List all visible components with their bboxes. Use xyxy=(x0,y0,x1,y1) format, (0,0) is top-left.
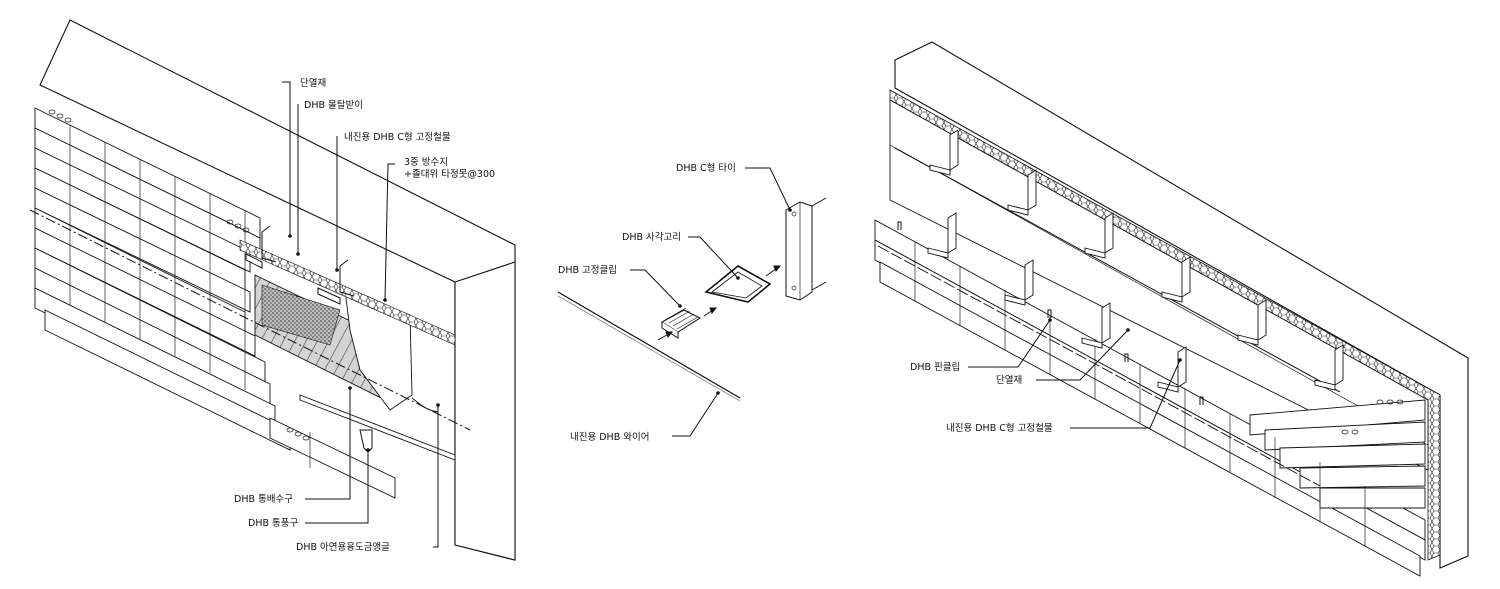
center-leader-dots xyxy=(678,208,792,395)
square-loop xyxy=(704,265,772,303)
label-wire: 내진용 DHB 와이어 xyxy=(570,431,649,443)
label-c-tie: DHB C형 타이 xyxy=(676,163,736,174)
left-c-brackets xyxy=(245,225,355,305)
center-leader-lines xyxy=(630,167,791,437)
seismic-wire xyxy=(557,291,741,399)
label-angle: DHB 아연용융도금앵글 xyxy=(296,542,390,553)
assembly-arrows xyxy=(657,265,782,341)
left-wall-section: 단열재 DHB 몰탈받이 내진용 DHB C형 고정철물 3중 방수지 +졸대위… xyxy=(29,19,516,561)
label-right-c-bracket: 내진용 DHB C형 고정철물 xyxy=(946,423,1053,434)
right-wire-upper xyxy=(894,147,1341,393)
label-pin-clip: DHB 핀클립 xyxy=(910,361,960,373)
right-pin-clips xyxy=(897,221,1204,405)
left-leader-dots xyxy=(288,234,440,452)
label-membrane-line2: +졸대위 타정못@300 xyxy=(404,168,495,180)
label-insulation: 단열재 xyxy=(300,78,326,89)
left-mortar-dropping xyxy=(261,284,341,346)
label-right-insulation: 단열재 xyxy=(996,375,1022,386)
left-drain xyxy=(411,397,439,413)
label-drain: DHB 통배수구 xyxy=(234,494,293,505)
right-concrete-wall xyxy=(894,41,1469,569)
center-components: DHB C형 타이 DHB 사각고리 DHB 고정클립 내진용 DHB 와이어 xyxy=(557,163,827,443)
label-c-bracket: 내진용 DHB C형 고정철물 xyxy=(344,132,451,143)
label-fix-clip: DHB 고정클립 xyxy=(558,264,617,276)
label-membrane-line1: 3중 방수지 xyxy=(404,157,448,168)
label-vent: DHB 통풍구 xyxy=(248,518,298,529)
c-tie xyxy=(785,201,813,301)
label-mortar-tray: DHB 몰탈받이 xyxy=(304,99,363,111)
label-square-loop: DHB 사각고리 xyxy=(622,231,681,243)
left-steel-angle xyxy=(299,394,456,461)
left-vent xyxy=(359,429,373,453)
right-leader-lines xyxy=(968,319,1181,429)
left-leader-lines xyxy=(282,81,439,548)
left-wall-end-face xyxy=(454,261,516,561)
left-brick-veneer xyxy=(34,107,396,499)
right-c-brackets xyxy=(927,129,1344,393)
right-leader-dots xyxy=(1048,318,1182,362)
right-wall-section: DHB 핀클립 단열재 내진용 DHB C형 고정철물 xyxy=(874,41,1469,577)
